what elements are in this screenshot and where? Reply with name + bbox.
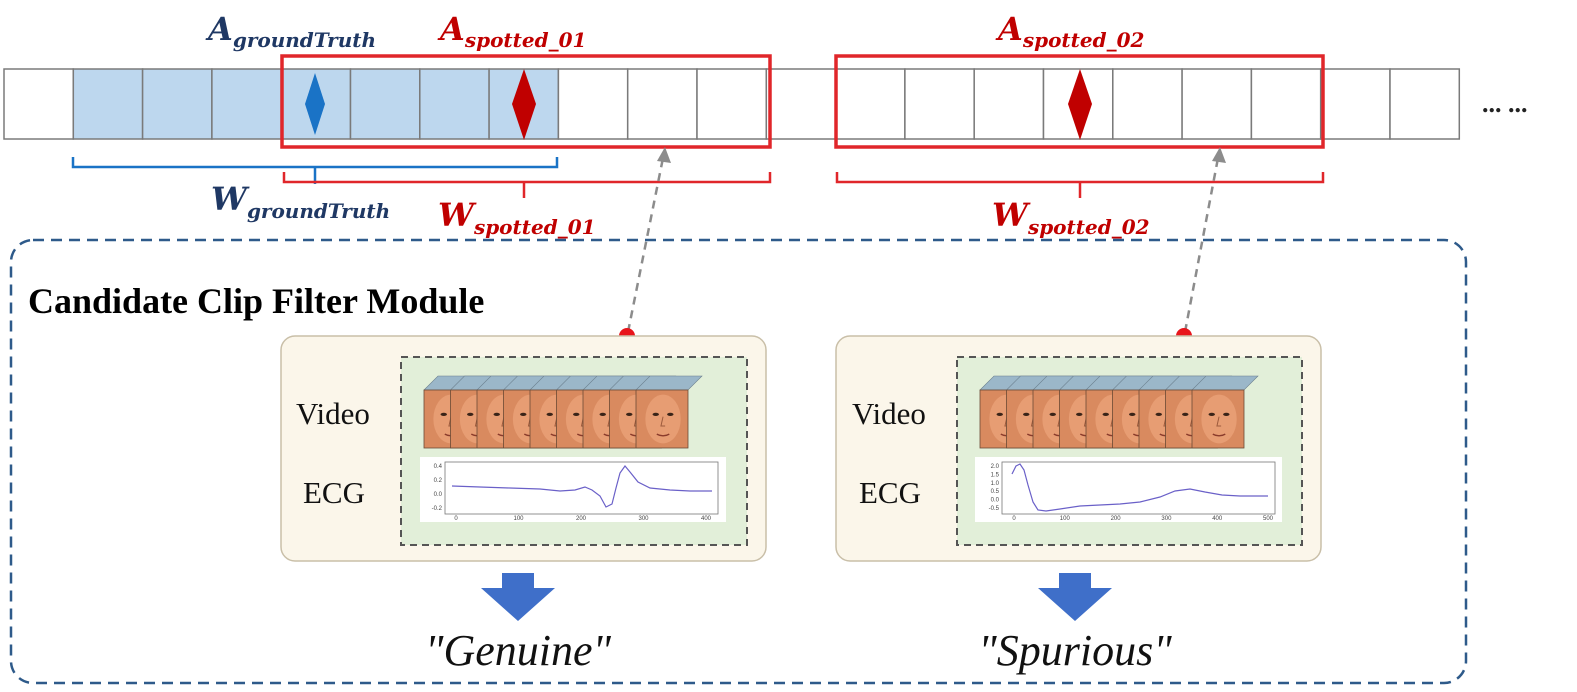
timeline-cell: [765, 68, 837, 140]
ground-truth-window-bracket: [71, 157, 559, 184]
ecg-x-tick: 500: [1263, 516, 1274, 522]
timeline-cell: [72, 68, 144, 140]
ecg-x-tick: 400: [701, 516, 712, 522]
timeline: ... ...: [3, 54, 1528, 149]
timeline-cell: [1389, 68, 1461, 140]
card-1-verdict: "Genuine": [425, 626, 612, 675]
ecg-y-tick: 1.0: [991, 481, 1000, 487]
spotted-01-apex-marker: [512, 69, 536, 140]
timeline-cell: [834, 68, 906, 140]
card-1-down-arrow: [481, 573, 555, 621]
spotted-02-box: [834, 54, 1325, 149]
card-1-ecg-trace: [451, 465, 712, 508]
ecg-x-tick: 200: [576, 516, 587, 522]
ecg-x-tick: 400: [1212, 516, 1223, 522]
timeline-ellipsis: ... ...: [1482, 89, 1528, 118]
card-1-video-frames: [423, 375, 703, 449]
timeline-cell: [141, 68, 213, 140]
ground-truth-apex-marker: [305, 73, 325, 135]
ecg-x-tick: 300: [638, 516, 649, 522]
ecg-x-tick: 0: [454, 516, 458, 522]
ecg-y-tick: 1.5: [991, 472, 1000, 478]
candidate-card-genuine: Video ECG 0 100 200 300 400 0.4 0.2 0.0 -0.2 "Ge…: [280, 335, 767, 675]
timeline-cell: [1112, 68, 1183, 140]
face-frame: [1191, 375, 1259, 449]
candidate-card-spurious: Video ECG 0 100 200 300 400 500 2.0 1.5 1.0 0.5 0.…: [835, 335, 1322, 675]
ecg-x-tick: 100: [1060, 516, 1071, 522]
spotted-02-window-bracket: [835, 172, 1325, 198]
timeline-cell: [1250, 68, 1322, 140]
ecg-y-tick: 0.5: [991, 489, 1000, 495]
ecg-y-tick: 0.0: [991, 498, 1000, 504]
card-1-video-label: Video: [296, 396, 370, 431]
ecg-y-tick: 0.4: [434, 464, 443, 470]
card-2-verdict: "Spurious": [978, 626, 1172, 675]
ecg-y-tick: 2.0: [991, 464, 1000, 470]
spotted-01-window-bracket: [282, 172, 772, 198]
card-2-video-label: Video: [852, 396, 926, 431]
label-a-ground-truth: AgroundTruth: [205, 10, 376, 52]
ecg-y-tick: 0.0: [434, 492, 443, 498]
timeline-cell: [419, 68, 490, 140]
timeline-cell: [211, 68, 282, 140]
timeline-cell: [626, 68, 698, 140]
card-2-ecg-label: ECG: [859, 475, 921, 510]
spotted-02-apex-marker: [1068, 69, 1092, 140]
card-1-ecg-label: ECG: [303, 475, 365, 510]
timeline-cells: [3, 68, 1461, 140]
timeline-cell: [1319, 68, 1391, 140]
ecg-x-tick: 0: [1012, 516, 1016, 522]
label-a-spotted-01: Aspotted_01: [437, 10, 586, 52]
module-title: Candidate Clip Filter Module: [28, 281, 484, 321]
face-frame: [635, 375, 703, 449]
ecg-y-tick: -0.2: [432, 506, 443, 512]
card-2-ecg-trace: [1011, 463, 1268, 512]
card-2-down-arrow: [1038, 573, 1112, 621]
timeline-cell: [1181, 68, 1253, 140]
spotted-01-box: [280, 54, 772, 149]
label-w-spotted-01: Wspotted_01: [438, 196, 596, 239]
ecg-x-tick: 100: [513, 516, 524, 522]
ecg-x-tick: 300: [1161, 516, 1172, 522]
timeline-cell: [3, 68, 75, 140]
label-w-ground-truth: WgroundTruth: [211, 180, 390, 223]
card-1-ecg-ticks: 0 100 200 300 400 0.4 0.2 0.0 -0.2: [432, 464, 712, 522]
ecg-y-tick: -0.5: [989, 506, 1000, 512]
ecg-x-tick: 200: [1111, 516, 1122, 522]
candidate-clip-filter-module: [9, 238, 1468, 685]
card-2-ecg-plot: 0 100 200 300 400 500 2.0 1.5 1.0 0.5 0.0 -0.5: [975, 457, 1282, 522]
ecg-y-tick: 0.2: [434, 478, 443, 484]
card-2-video-frames: [979, 375, 1259, 449]
label-a-spotted-02: Aspotted_02: [995, 10, 1145, 52]
card-1-ecg-plot: 0 100 200 300 400 0.4 0.2 0.0 -0.2: [420, 457, 726, 522]
label-w-spotted-02: Wspotted_02: [992, 196, 1150, 239]
timeline-cell: [349, 68, 421, 140]
card-2-ecg-ticks: 0 100 200 300 400 500 2.0 1.5 1.0 0.5 0.0 -0.5: [989, 464, 1274, 522]
timeline-cell: [973, 68, 1045, 140]
timeline-cell: [904, 68, 975, 140]
timeline-cell: [557, 68, 629, 140]
connector-arrow-2: [1176, 147, 1226, 344]
connector-arrow-1: [619, 147, 671, 344]
timeline-cell: [696, 68, 768, 140]
